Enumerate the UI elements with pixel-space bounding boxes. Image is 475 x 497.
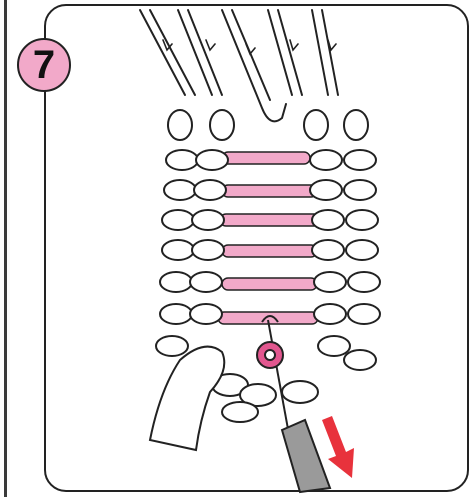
hand-icon xyxy=(150,347,224,450)
pink-bars xyxy=(218,152,320,324)
arrow-down-right-icon xyxy=(322,416,354,478)
needles-icon xyxy=(140,10,338,121)
